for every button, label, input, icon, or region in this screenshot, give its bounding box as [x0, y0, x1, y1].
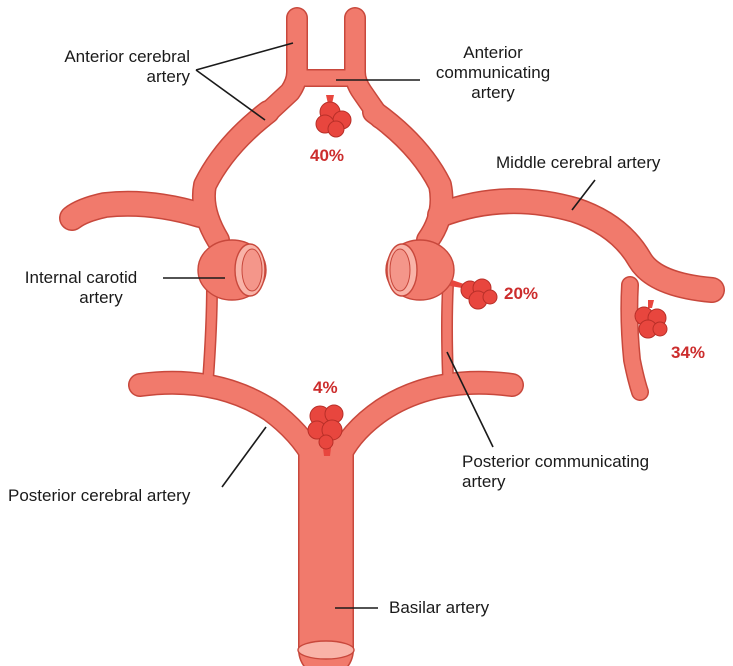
label-anterior-communicating-line3: artery — [471, 83, 515, 102]
leader-anterior-cerebral-a — [195, 42, 294, 71]
artery-fills — [60, 8, 724, 666]
label-posterior-communicating: Posterior communicating artery — [462, 452, 649, 492]
right-internal-carotid-opening — [385, 239, 455, 301]
leader-posterior-communicating — [446, 351, 494, 448]
vessels — [59, 7, 725, 666]
aneurysms — [307, 95, 668, 456]
label-anterior-communicating-line2: communicating — [435, 63, 551, 82]
basilar-tip-aneurysm — [307, 404, 344, 456]
percent-basilar-tip: 4% — [313, 378, 338, 397]
label-posterior-cerebral: Posterior cerebral artery — [8, 486, 191, 505]
leader-anterior-cerebral-b — [195, 69, 266, 121]
label-anterior-communicating: Anterior communicating artery — [418, 43, 568, 103]
label-internal-carotid-line1: Internal carotid — [24, 268, 138, 287]
left-internal-carotid-opening — [197, 239, 267, 301]
percent-posterior-communicating: 20% — [504, 284, 539, 303]
label-anterior-cerebral-line1: Anterior cerebral — [64, 47, 190, 66]
label-internal-carotid: Internal carotid artery — [0, 268, 162, 308]
basilar-opening — [297, 640, 355, 660]
leader-lines — [163, 42, 596, 609]
percent-middle-cerebral: 34% — [671, 343, 706, 362]
posterior-communicating-aneurysm — [450, 278, 498, 310]
leader-middle-cerebral — [571, 179, 596, 211]
label-basilar: Basilar artery — [389, 598, 490, 617]
label-anterior-cerebral-line2: artery — [146, 67, 190, 86]
label-anterior-communicating-line1: Anterior — [463, 43, 523, 62]
label-anterior-cerebral: Anterior cerebral artery — [10, 47, 190, 87]
percent-anterior-communicating: 40% — [310, 146, 345, 165]
anterior-communicating-aneurysm — [315, 95, 352, 138]
label-internal-carotid-line2: artery — [79, 288, 123, 307]
label-middle-cerebral: Middle cerebral artery — [496, 153, 661, 172]
middle-cerebral-aneurysm — [634, 300, 668, 339]
label-posterior-communicating-line1: Posterior communicating — [462, 452, 650, 471]
leader-posterior-cerebral — [221, 426, 267, 488]
label-posterior-communicating-line2: artery — [462, 472, 506, 491]
